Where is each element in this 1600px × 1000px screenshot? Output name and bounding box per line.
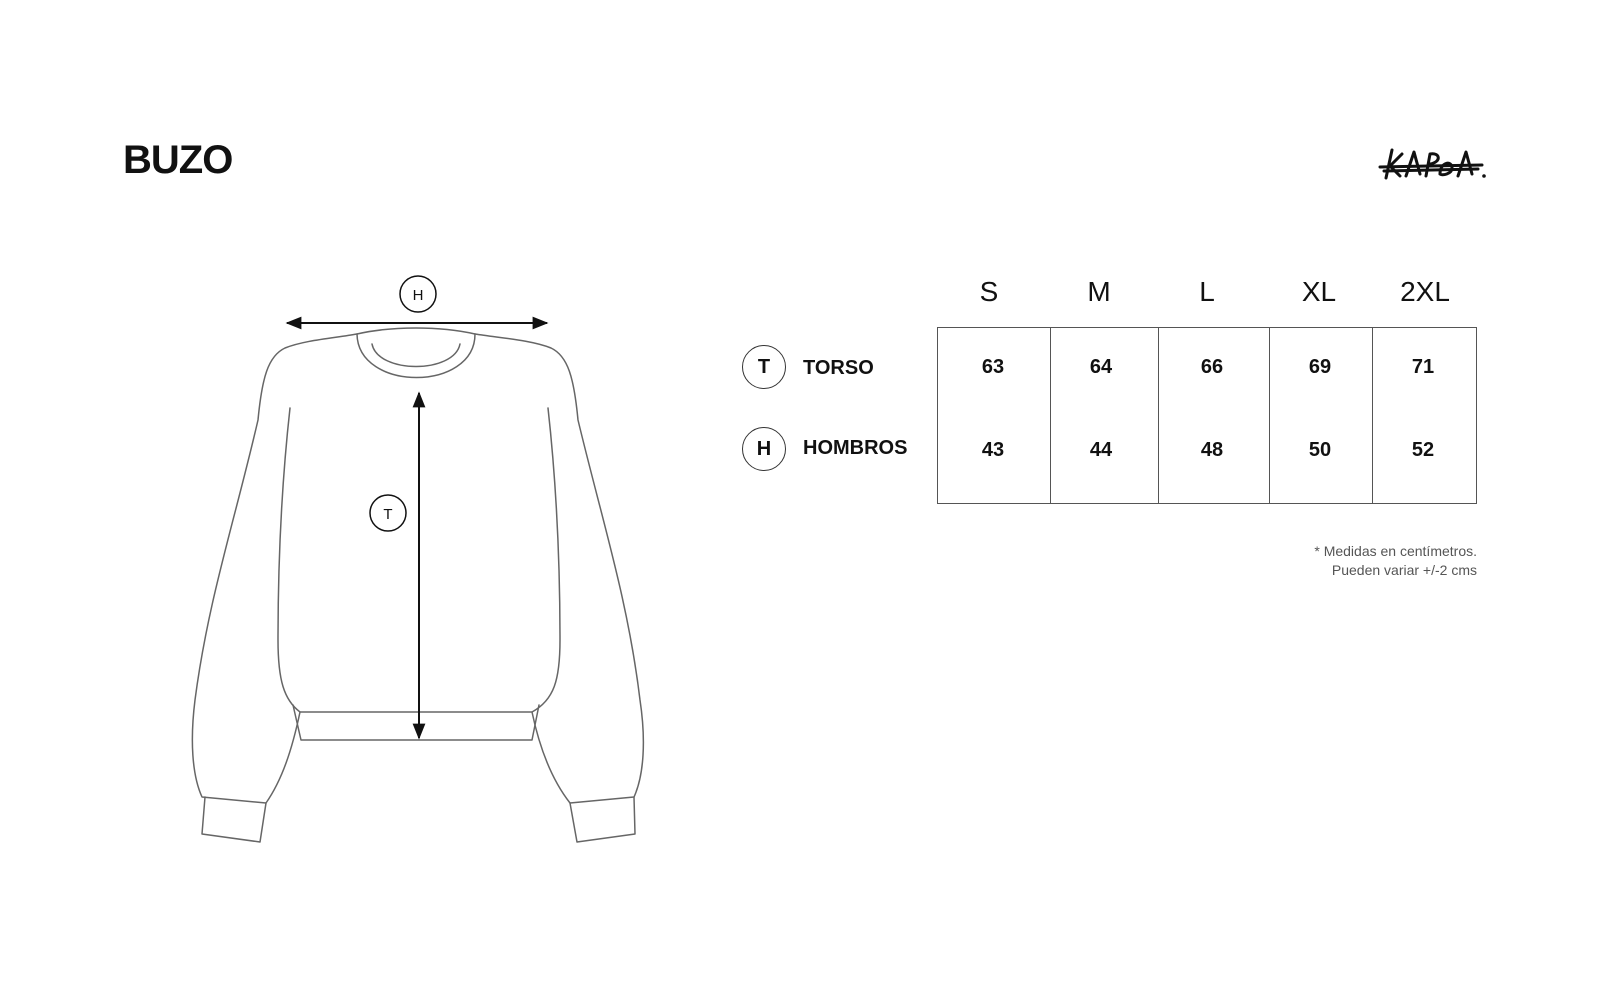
table-cell: 69 [1308, 356, 1332, 378]
size-header-l: L [1199, 276, 1215, 307]
size-header-m: M [1087, 276, 1111, 307]
brand-logo [1378, 148, 1486, 180]
table-cell: 64 [1089, 356, 1113, 378]
sweatshirt-outline [191, 327, 645, 843]
torso-marker-circle [369, 494, 407, 532]
table-cell: 48 [1200, 439, 1224, 461]
torso-badge: T [742, 345, 786, 389]
table-cell: 43 [981, 439, 1005, 461]
table-cell: 44 [1089, 439, 1113, 461]
table-cell: 52 [1411, 439, 1435, 461]
size-grid [937, 327, 1477, 504]
size-header-s: S [979, 276, 999, 307]
table-cell: 66 [1200, 356, 1224, 378]
table-cell: 50 [1308, 439, 1332, 461]
page-title: BUZO [123, 138, 233, 182]
measurement-note: * Medidas en centímetros. Pueden variar … [1314, 542, 1477, 580]
note-line-1: * Medidas en centímetros. [1314, 543, 1477, 559]
shoulders-label: HOMBROS [803, 437, 908, 459]
shoulder-marker-circle [399, 275, 437, 313]
size-header-2xl: 2XL [1400, 276, 1450, 307]
table-cell: 71 [1411, 356, 1435, 378]
size-header-xl: XL [1301, 276, 1337, 307]
shoulder-marker-label: H [413, 287, 424, 304]
shoulders-badge: H [742, 427, 786, 471]
torso-marker-label: T [383, 506, 392, 523]
table-cell: 63 [981, 356, 1005, 378]
note-line-2: Pueden variar +/-2 cms [1331, 562, 1477, 578]
torso-label: TORSO [803, 357, 874, 379]
